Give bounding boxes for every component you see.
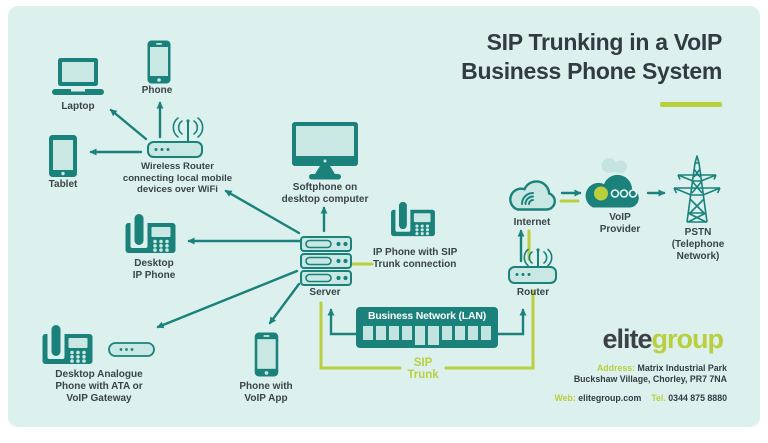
business-network-lan: Business Network (LAN)	[356, 307, 498, 348]
page-title: SIP Trunking in a VoIP Business Phone Sy…	[461, 29, 722, 85]
logo-group: group	[651, 324, 724, 354]
tablet-label: Tablet	[48, 179, 78, 190]
internet-label: Internet	[513, 217, 551, 228]
pstn-label: PSTN (Telephone Network)	[671, 227, 725, 263]
ata-box-icon	[108, 342, 155, 357]
server-icon	[300, 236, 352, 286]
address-line-2: Buckshaw Village, Chorley, PR7 7NA	[573, 374, 727, 385]
phone-voip-app-label: Phone with VoIP App	[239, 381, 293, 405]
pstn-tower-icon	[673, 155, 721, 223]
softphone-label: Softphone on desktop computer	[281, 182, 369, 206]
router-label: Router	[516, 287, 550, 298]
desktop-ip-phone-icon	[125, 214, 176, 253]
laptop-icon	[52, 58, 104, 95]
logo-elite: elite	[602, 324, 652, 354]
address-line-1: Address: Matrix Industrial Park	[596, 363, 727, 373]
wireless-router-icon	[147, 117, 204, 158]
router-icon	[508, 248, 557, 284]
voip-provider-label: VoIP Provider	[599, 212, 641, 236]
phone-voip-app-icon	[254, 332, 279, 377]
web-link[interactable]: elitegroup.com	[578, 392, 642, 403]
analogue-phone-label: Desktop Analogue Phone with ATA or VoIP …	[55, 369, 143, 405]
server-label: Server	[309, 287, 341, 298]
laptop-label: Laptop	[61, 101, 95, 112]
elitegroup-logo: elitegroup	[602, 324, 724, 355]
contact-block: Address: Matrix Industrial Park Buckshaw…	[554, 363, 727, 404]
voip-provider-icon	[585, 158, 639, 208]
lan-title: Business Network (LAN)	[367, 310, 487, 322]
internet-cloud-icon	[509, 180, 556, 211]
phone-icon	[147, 40, 171, 84]
tel-number: 0344 875 8880	[668, 392, 727, 403]
ip-phone-sip-label: IP Phone with SIP Trunk connection	[373, 247, 458, 271]
ip-phone-sip-icon	[391, 201, 435, 237]
tablet-icon	[49, 135, 77, 177]
analogue-phone-icon	[42, 325, 93, 364]
title-underline	[660, 102, 722, 107]
softphone-monitor-icon	[292, 122, 358, 180]
lan-ports	[363, 326, 491, 345]
sip-trunk-label: SIP Trunk	[407, 357, 439, 381]
phone-label: Phone	[141, 85, 173, 96]
desktop-ip-phone-label: Desktop IP Phone	[132, 258, 176, 282]
wireless-router-label: Wireless Router connecting local mobile …	[122, 161, 233, 196]
